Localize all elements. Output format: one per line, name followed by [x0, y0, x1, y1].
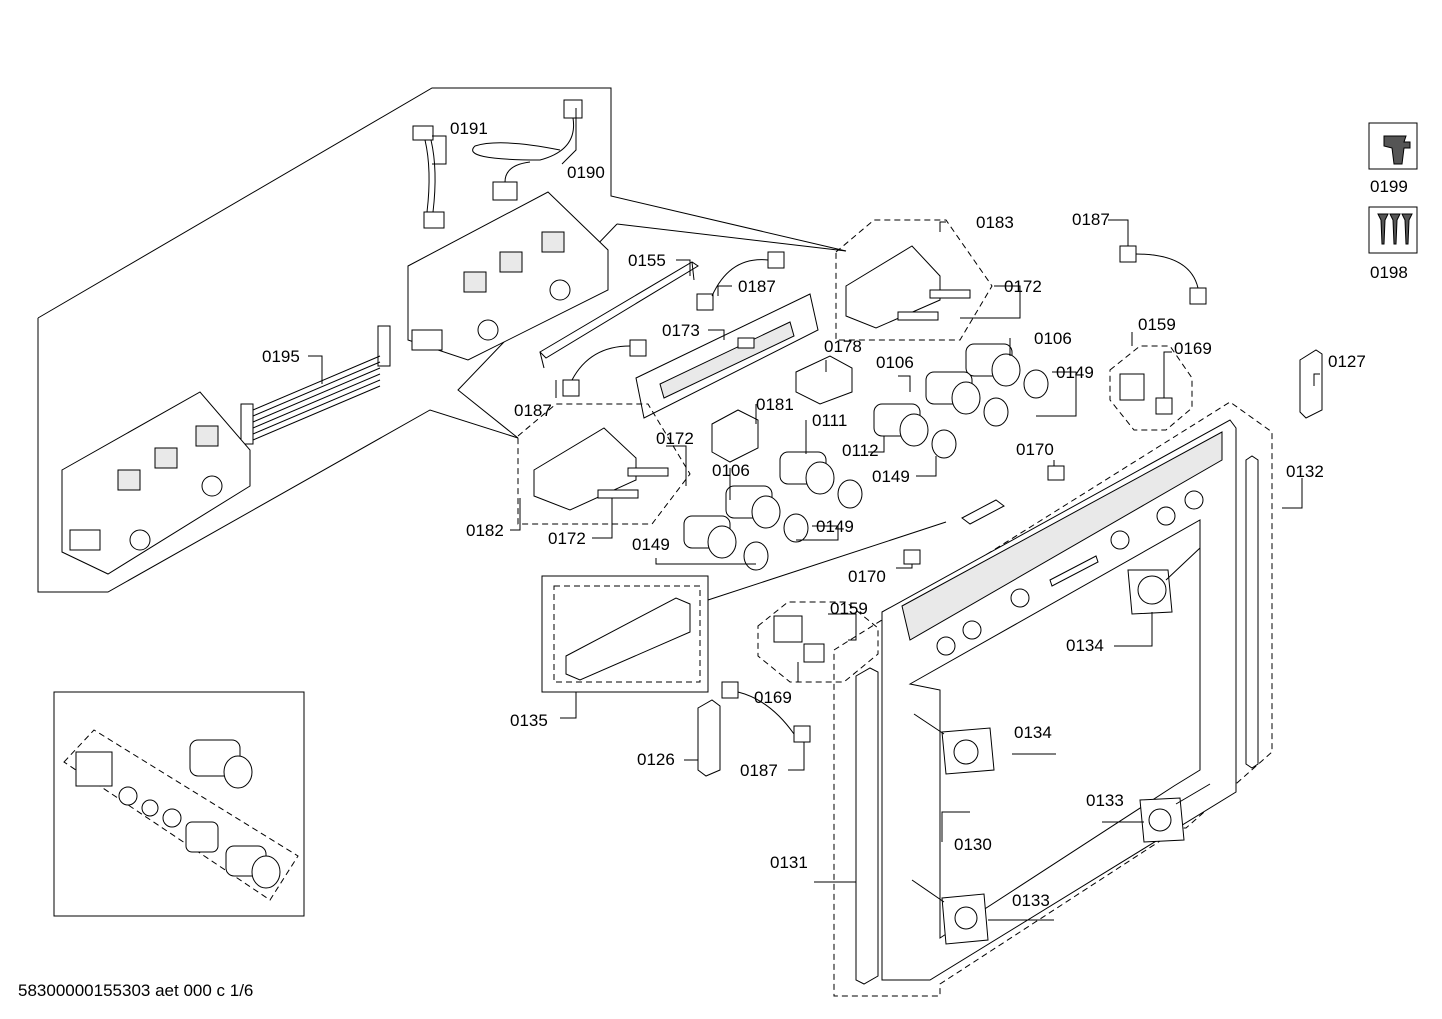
cable-0187-a	[696, 251, 785, 311]
callout-0159: 0159	[1138, 315, 1176, 334]
cable-0191	[412, 125, 445, 229]
switch-0178	[795, 355, 853, 405]
group-0182	[517, 403, 691, 525]
control-module-upper	[407, 191, 609, 361]
callout-0187: 0187	[514, 401, 552, 420]
frame-connector	[961, 499, 1005, 525]
ribbon-cable-0195	[240, 325, 391, 445]
clip-0170-a	[1047, 465, 1065, 481]
side-rail-0131	[855, 667, 879, 985]
document-id: 58300000155303 aet 000 c 1/6	[18, 981, 254, 1000]
callout-0127: 0127	[1328, 352, 1366, 371]
display-panel-0173	[635, 293, 819, 419]
cover-0134-b	[913, 713, 995, 775]
callout-0173: 0173	[662, 321, 700, 340]
callout-0106: 0106	[876, 353, 914, 372]
callout-0155: 0155	[628, 251, 666, 270]
bracket-0126	[697, 699, 721, 777]
callout-0170: 0170	[1016, 440, 1054, 459]
callout-0134: 0134	[1066, 636, 1104, 655]
cable-0190	[472, 99, 583, 201]
callout-0132: 0132	[1286, 462, 1324, 481]
group-0159-0169-lower	[757, 601, 879, 683]
leader-lines	[308, 108, 1320, 921]
box-0135	[541, 521, 947, 693]
callout-0187: 0187	[1072, 210, 1110, 229]
callout-0190: 0190	[567, 163, 605, 182]
callout-0149: 0149	[816, 517, 854, 536]
callout-0159: 0159	[830, 599, 868, 618]
callout-0126: 0126	[637, 750, 675, 769]
trim-strip-0155	[539, 261, 699, 369]
clip-0170-b	[903, 549, 921, 565]
callout-0172: 0172	[656, 429, 694, 448]
bracket-0127	[1299, 349, 1323, 419]
callout-0133: 0133	[1012, 891, 1050, 910]
callout-0106: 0106	[712, 461, 750, 480]
callout-0149: 0149	[872, 467, 910, 486]
callout-0187: 0187	[740, 761, 778, 780]
cover-0134-a	[1127, 547, 1201, 615]
callout-0172: 0172	[548, 529, 586, 548]
icon-label-0199: 0199	[1370, 177, 1408, 196]
wrench-icon	[1368, 122, 1418, 170]
screws-icon	[1368, 206, 1418, 254]
knob-set	[683, 343, 1049, 571]
group-0159-0169-right	[1109, 345, 1193, 431]
group-0183	[835, 219, 993, 341]
callout-0169: 0169	[1174, 339, 1212, 358]
cable-0187-d	[721, 681, 811, 743]
callout-0178: 0178	[824, 337, 862, 356]
callout-0149: 0149	[1056, 363, 1094, 382]
callout-0112: 0112	[842, 441, 879, 460]
callout-0182: 0182	[466, 521, 504, 540]
callout-0187: 0187	[738, 277, 776, 296]
callout-0195: 0195	[262, 347, 300, 366]
callout-0172: 0172	[1004, 277, 1042, 296]
callout-0130: 0130	[954, 835, 992, 854]
cover-0133-a	[1139, 783, 1211, 843]
icon-label-0198: 0198	[1370, 263, 1408, 282]
cable-0187-c	[1119, 245, 1207, 305]
control-module-lower	[61, 391, 251, 575]
callout-0133: 0133	[1086, 791, 1124, 810]
callout-0169: 0169	[754, 688, 792, 707]
cable-0187-b	[562, 339, 647, 397]
side-rail-0132	[1245, 455, 1259, 769]
callout-0183: 0183	[976, 213, 1014, 232]
callout-0149: 0149	[632, 535, 670, 554]
callout-0111: 0111	[812, 411, 847, 430]
module-0181	[711, 409, 759, 463]
callout-0131: 0131	[770, 853, 808, 872]
oven-frame	[833, 401, 1273, 997]
callout-0106: 0106	[1034, 329, 1072, 348]
inset-detail	[53, 691, 305, 917]
callout-0134: 0134	[1014, 723, 1052, 742]
callout-0191: 0191	[450, 119, 488, 138]
callout-0135: 0135	[510, 711, 548, 730]
cover-0133-b	[911, 879, 989, 945]
callout-0181: 0181	[756, 395, 794, 414]
callout-0170: 0170	[848, 567, 886, 586]
